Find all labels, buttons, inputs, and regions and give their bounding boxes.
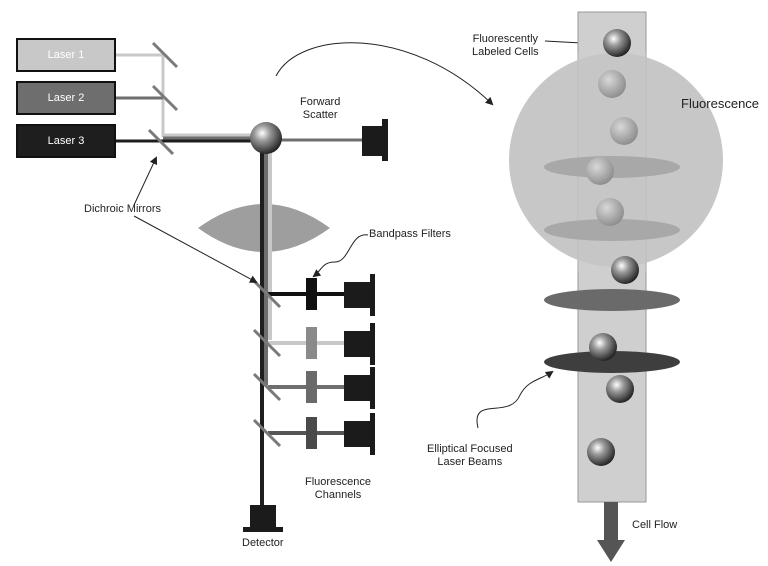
bandpass-filters-label: Bandpass Filters (369, 228, 451, 240)
callouts (133, 39, 602, 429)
labeled-cells (586, 29, 639, 466)
forward-scatter-line1: Forward (300, 96, 341, 108)
dichroic-mirrors-label: Dichroic Mirrors (84, 203, 161, 215)
bottom-detector (243, 505, 283, 532)
labeled-cells-line2: Labeled Cells (472, 46, 539, 58)
labeled-cells-line1: Fluorescently (472, 33, 539, 45)
fluorescence-channels-label: Fluorescence Channels (305, 476, 371, 502)
cell-flow-arrow (597, 502, 625, 562)
forward-scatter-line2: Scatter (302, 109, 338, 121)
elliptical-beams-label: Elliptical Focused Laser Beams (427, 443, 513, 469)
fluorescence-channels-line1: Fluorescence (305, 476, 372, 488)
bandpass-filters (306, 278, 317, 449)
labeled-cells-label: Fluorescently Labeled Cells (472, 33, 539, 59)
elliptical-beams-line1: Elliptical Focused (427, 443, 513, 455)
channel-mirrors (252, 279, 282, 448)
laser-3-box: Laser 3 (16, 124, 116, 158)
forward-scatter-label: Forward Scatter (300, 96, 340, 122)
detector-label: Detector (242, 537, 284, 549)
fluorescence-label: Fluorescence (681, 96, 760, 111)
elliptical-beams-line2: Laser Beams (437, 456, 503, 468)
dichroic-mirrors (147, 41, 179, 156)
laser-1-box: Laser 1 (16, 38, 116, 72)
emission-beam (260, 145, 272, 505)
laser-beams (116, 53, 362, 143)
cell-flow-label: Cell Flow (632, 519, 678, 531)
laser-2-box: Laser 2 (16, 81, 116, 115)
fluorescence-channels-line2: Channels (314, 489, 362, 501)
fluorescence-channel-branches (268, 292, 346, 435)
channel-detectors (344, 274, 375, 455)
forward-scatter-detector (362, 119, 388, 161)
interrogation-point (250, 122, 282, 154)
